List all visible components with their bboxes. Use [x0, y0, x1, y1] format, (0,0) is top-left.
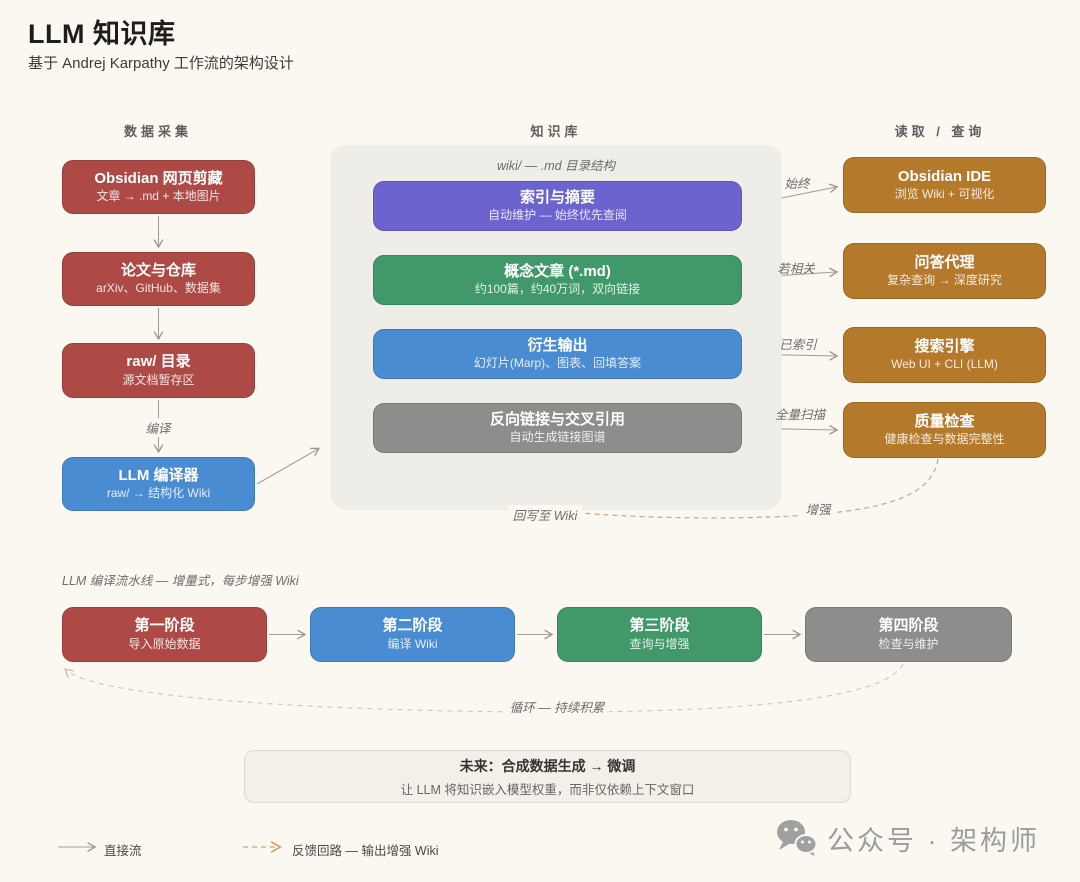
node-subtitle: 导入原始数据: [128, 636, 201, 651]
node-title: 第四阶段: [878, 617, 939, 635]
node-title: 概念文章 (*.md): [504, 262, 611, 280]
node-subtitle: 文章 → .md + 本地图片: [96, 189, 221, 204]
node-title: 反向链接与交叉引用: [489, 410, 625, 428]
edge-label-full-scan: 全量扫描: [774, 408, 826, 422]
node-title: 论文与仓库: [120, 261, 196, 279]
node-title: Obsidian IDE: [897, 167, 992, 185]
node-title: 第三阶段: [629, 617, 690, 635]
future-title: 未来：合成数据生成 → 微调: [459, 757, 636, 774]
watermark-text: 公众号 · 架构师: [827, 825, 1040, 856]
node-derived-outputs: 衍生输出 幻灯片(Marp)、图表、回填答案: [373, 329, 742, 379]
page-subtitle: 基于 Andrej Karpathy 工作流的架构设计: [28, 55, 294, 72]
node-search-engine: 搜索引擎 Web UI + CLI (LLM): [843, 327, 1046, 383]
node-title: 搜索引擎: [914, 337, 975, 355]
wiki-structure-label: wiki/ — .md 目录结构: [496, 159, 616, 173]
node-subtitle: 幻灯片(Marp)、图表、回填答案: [473, 356, 642, 371]
future-note: 未来：合成数据生成 → 微调 让 LLM 将知识嵌入模型权重，而非仅依赖上下文窗…: [244, 750, 851, 803]
legend-feedback-loop: 反馈回路 — 输出增强 Wiki: [292, 844, 439, 858]
node-subtitle: raw/ → 结构化 Wiki: [106, 486, 211, 501]
node-subtitle: arXiv、GitHub、数据集: [96, 281, 221, 296]
node-qa-agent: 问答代理 复杂查询 → 深度研究: [843, 243, 1046, 299]
node-title: 质量检查: [914, 412, 975, 430]
node-obsidian-clipper: Obsidian 网页剪藏 文章 → .md + 本地图片: [62, 160, 255, 214]
edge-label-indexed: 已索引: [779, 338, 817, 352]
watermark: 公众号 · 架构师: [775, 818, 1040, 858]
node-subtitle: 源文档暂存区: [122, 372, 195, 387]
column-header-knowledge: 知识库: [530, 124, 582, 139]
node-title: Obsidian 网页剪藏: [94, 169, 223, 187]
node-title: 衍生输出: [527, 336, 588, 354]
node-subtitle: 约100篇，约40万词，双向链接: [474, 282, 641, 297]
node-title: 第一阶段: [134, 617, 195, 635]
node-subtitle: Web UI + CLI (LLM): [891, 357, 998, 372]
node-stage-1: 第一阶段 导入原始数据: [62, 607, 267, 662]
node-stage-2: 第二阶段 编译 Wiki: [310, 607, 515, 662]
node-stage-3: 第三阶段 查询与增强: [557, 607, 762, 662]
node-backlinks: 反向链接与交叉引用 自动生成链接图谱: [373, 403, 742, 453]
node-subtitle: 检查与维护: [878, 636, 939, 651]
node-subtitle: 编译 Wiki: [387, 636, 438, 651]
node-obsidian-ide: Obsidian IDE 浏览 Wiki + 可视化: [843, 157, 1046, 213]
legend-direct-flow: 直接流: [104, 844, 142, 858]
edge-label-if-relevant: 若相关: [777, 262, 815, 276]
column-header-read: 读取 / 查询: [894, 124, 986, 139]
node-title: 索引与摘要: [519, 188, 595, 206]
node-subtitle: 自动生成链接图谱: [509, 430, 606, 445]
node-papers-repos: 论文与仓库 arXiv、GitHub、数据集: [62, 252, 255, 306]
node-raw-dir: raw/ 目录 源文档暂存区: [62, 343, 255, 398]
node-quality-check: 质量检查 健康检查与数据完整性: [843, 402, 1046, 458]
node-title: raw/ 目录: [126, 353, 191, 371]
edge-label-always: 始终: [784, 177, 810, 191]
column-header-ingest: 数据采集: [123, 124, 193, 139]
edge-label-enhance: 增强: [800, 499, 836, 518]
edge-label-loop: 循环 — 持续积累: [504, 697, 610, 716]
page-title: LLM 知识库: [28, 19, 176, 49]
wechat-icon: [777, 820, 818, 856]
node-subtitle: 浏览 Wiki + 可视化: [894, 187, 995, 202]
edge-label-compile: 编译: [140, 418, 176, 437]
node-stage-4: 第四阶段 检查与维护: [805, 607, 1012, 662]
node-llm-compiler: LLM 编译器 raw/ → 结构化 Wiki: [62, 457, 255, 511]
node-title: 第二阶段: [382, 617, 443, 635]
node-subtitle: 复杂查询 → 深度研究: [887, 273, 1002, 288]
node-subtitle: 自动维护 — 始终优先查阅: [488, 208, 627, 223]
pipeline-label: LLM 编译流水线 — 增量式，每步增强 Wiki: [62, 574, 299, 588]
future-subtitle: 让 LLM 将知识嵌入模型权重，而非仅依赖上下文窗口: [400, 782, 695, 797]
node-subtitle: 健康检查与数据完整性: [884, 432, 1005, 447]
node-title: LLM 编译器: [118, 466, 199, 484]
node-concept-articles: 概念文章 (*.md) 约100篇，约40万词，双向链接: [373, 255, 742, 305]
node-subtitle: 查询与增强: [629, 636, 690, 651]
edge-label-writeback: 回写至 Wiki: [507, 505, 583, 524]
node-index-summary: 索引与摘要 自动维护 — 始终优先查阅: [373, 181, 742, 231]
node-title: 问答代理: [914, 253, 975, 271]
